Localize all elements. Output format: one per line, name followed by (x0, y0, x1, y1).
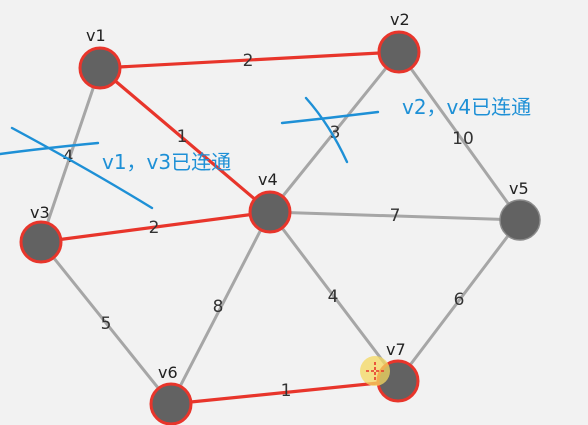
edge-v1-v2 (98, 50, 401, 70)
edge-v2-v4 (268, 50, 401, 214)
edge-weight-v4-v7: 4 (328, 287, 339, 307)
edge-v1-v3 (39, 66, 102, 244)
edge-weight-v4-v6: 8 (213, 297, 224, 317)
edge-v4-v5 (268, 210, 522, 222)
node-circle-v4 (248, 190, 292, 234)
edge-weight-v1-v2: 2 (243, 51, 254, 71)
edge-weight-v5-v7: 6 (454, 290, 465, 310)
edge-weight-v2-v4: 3 (330, 123, 341, 143)
node-label-v3: v3 (30, 203, 50, 222)
node-circle-v6 (149, 382, 193, 425)
node-v5: v5 (499, 179, 541, 241)
edge-weight-v3-v4: 2 (149, 218, 160, 238)
node-v2: v2 (377, 10, 421, 74)
node-v6: v6 (149, 363, 193, 425)
edge-v4-v6 (169, 210, 272, 406)
edge-v3-v4 (39, 210, 272, 244)
node-label-v2: v2 (390, 10, 410, 29)
cross-out-mark-v1-v3 (0, 126, 154, 210)
crosshair-cursor-icon (366, 362, 384, 380)
node-circle-v5 (499, 199, 541, 241)
annotation-v2-v4-connected: v2，v4已连通 (402, 95, 531, 119)
cross-out-marks (0, 96, 380, 210)
edges-layer (39, 50, 522, 406)
edge-v4-v7 (268, 210, 400, 383)
edge-v6-v7 (169, 379, 400, 406)
edge-v3-v6 (39, 240, 173, 406)
edge-weight-v2-v5: 10 (452, 129, 474, 149)
edge-weight-v3-v6: 5 (101, 314, 112, 334)
node-v1: v1 (78, 26, 122, 90)
edge-weight-v1-v4: 1 (177, 127, 188, 147)
edge-weight-v4-v5: 7 (390, 206, 401, 226)
cross-out-mark-v2-v4 (280, 96, 380, 164)
node-label-v7: v7 (386, 340, 406, 359)
edge-v5-v7 (396, 218, 522, 383)
node-label-v6: v6 (158, 363, 178, 382)
node-circle-v1 (78, 46, 122, 90)
edge-labels-layer: 2 4 1 3 10 2 7 5 8 4 6 1 (63, 51, 474, 401)
cursor-highlight (360, 356, 390, 386)
edge-v1-v4 (98, 66, 272, 214)
node-label-v4: v4 (258, 170, 278, 189)
edge-weight-v1-v3: 4 (63, 147, 74, 167)
node-label-v1: v1 (86, 26, 106, 45)
node-v4: v4 (248, 170, 292, 234)
nodes-layer: v1 v2 v3 v4 v5 v6 v7 (19, 10, 541, 425)
edge-weight-v6-v7: 1 (281, 381, 292, 401)
node-label-v5: v5 (509, 179, 529, 198)
node-circle-v2 (377, 30, 421, 74)
edge-v2-v5 (397, 50, 522, 222)
annotation-v1-v3-connected: v1，v3已连通 (102, 150, 231, 174)
node-circle-v3 (19, 220, 63, 264)
node-v3: v3 (19, 203, 63, 264)
